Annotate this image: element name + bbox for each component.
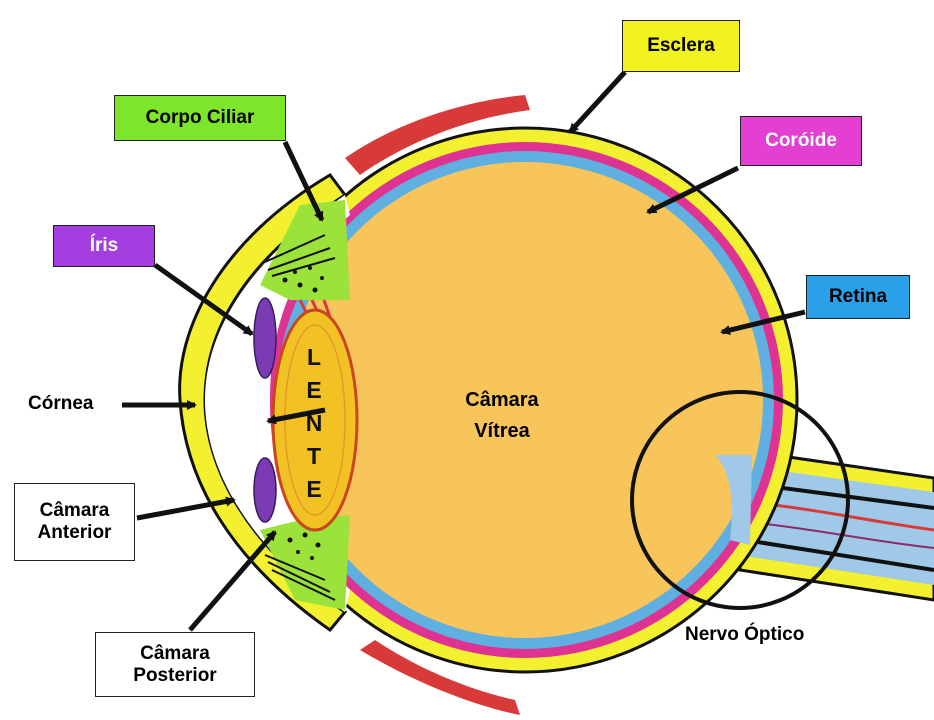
iris-lower	[254, 458, 276, 522]
camara-vitrea-line2: Vítrea	[452, 416, 552, 447]
retina-label: Retina	[806, 275, 910, 319]
nervo-optico-label: Nervo Óptico	[685, 624, 804, 646]
camara-posterior-line1: Câmara	[140, 643, 210, 665]
camara-posterior-line2: Posterior	[133, 665, 216, 687]
camara-posterior-label: Câmara Posterior	[95, 632, 255, 697]
lente-letter-2: E	[304, 377, 324, 404]
lente-letter-1: L	[304, 344, 324, 371]
camara-anterior-label: Câmara Anterior	[14, 483, 135, 561]
esclera-arrow	[570, 72, 625, 132]
esclera-label: Esclera	[622, 20, 740, 72]
camara-anterior-line1: Câmara	[40, 500, 110, 522]
iris-label: Íris	[53, 225, 155, 267]
lente-letter-5: E	[304, 476, 324, 503]
cornea-label: Córnea	[28, 393, 93, 415]
lente-letter-3: N	[304, 410, 324, 437]
camara-anterior-line2: Anterior	[38, 522, 112, 544]
coroide-label: Coróide	[740, 116, 862, 166]
iris-upper	[254, 298, 276, 378]
corpo-ciliar-label: Corpo Ciliar	[114, 95, 286, 141]
lente-letter-4: T	[304, 443, 324, 470]
camara-posterior-arrow	[190, 532, 275, 630]
camara-vitrea-line1: Câmara	[452, 385, 552, 416]
camara-vitrea-label: Câmara Vítrea	[452, 385, 552, 447]
